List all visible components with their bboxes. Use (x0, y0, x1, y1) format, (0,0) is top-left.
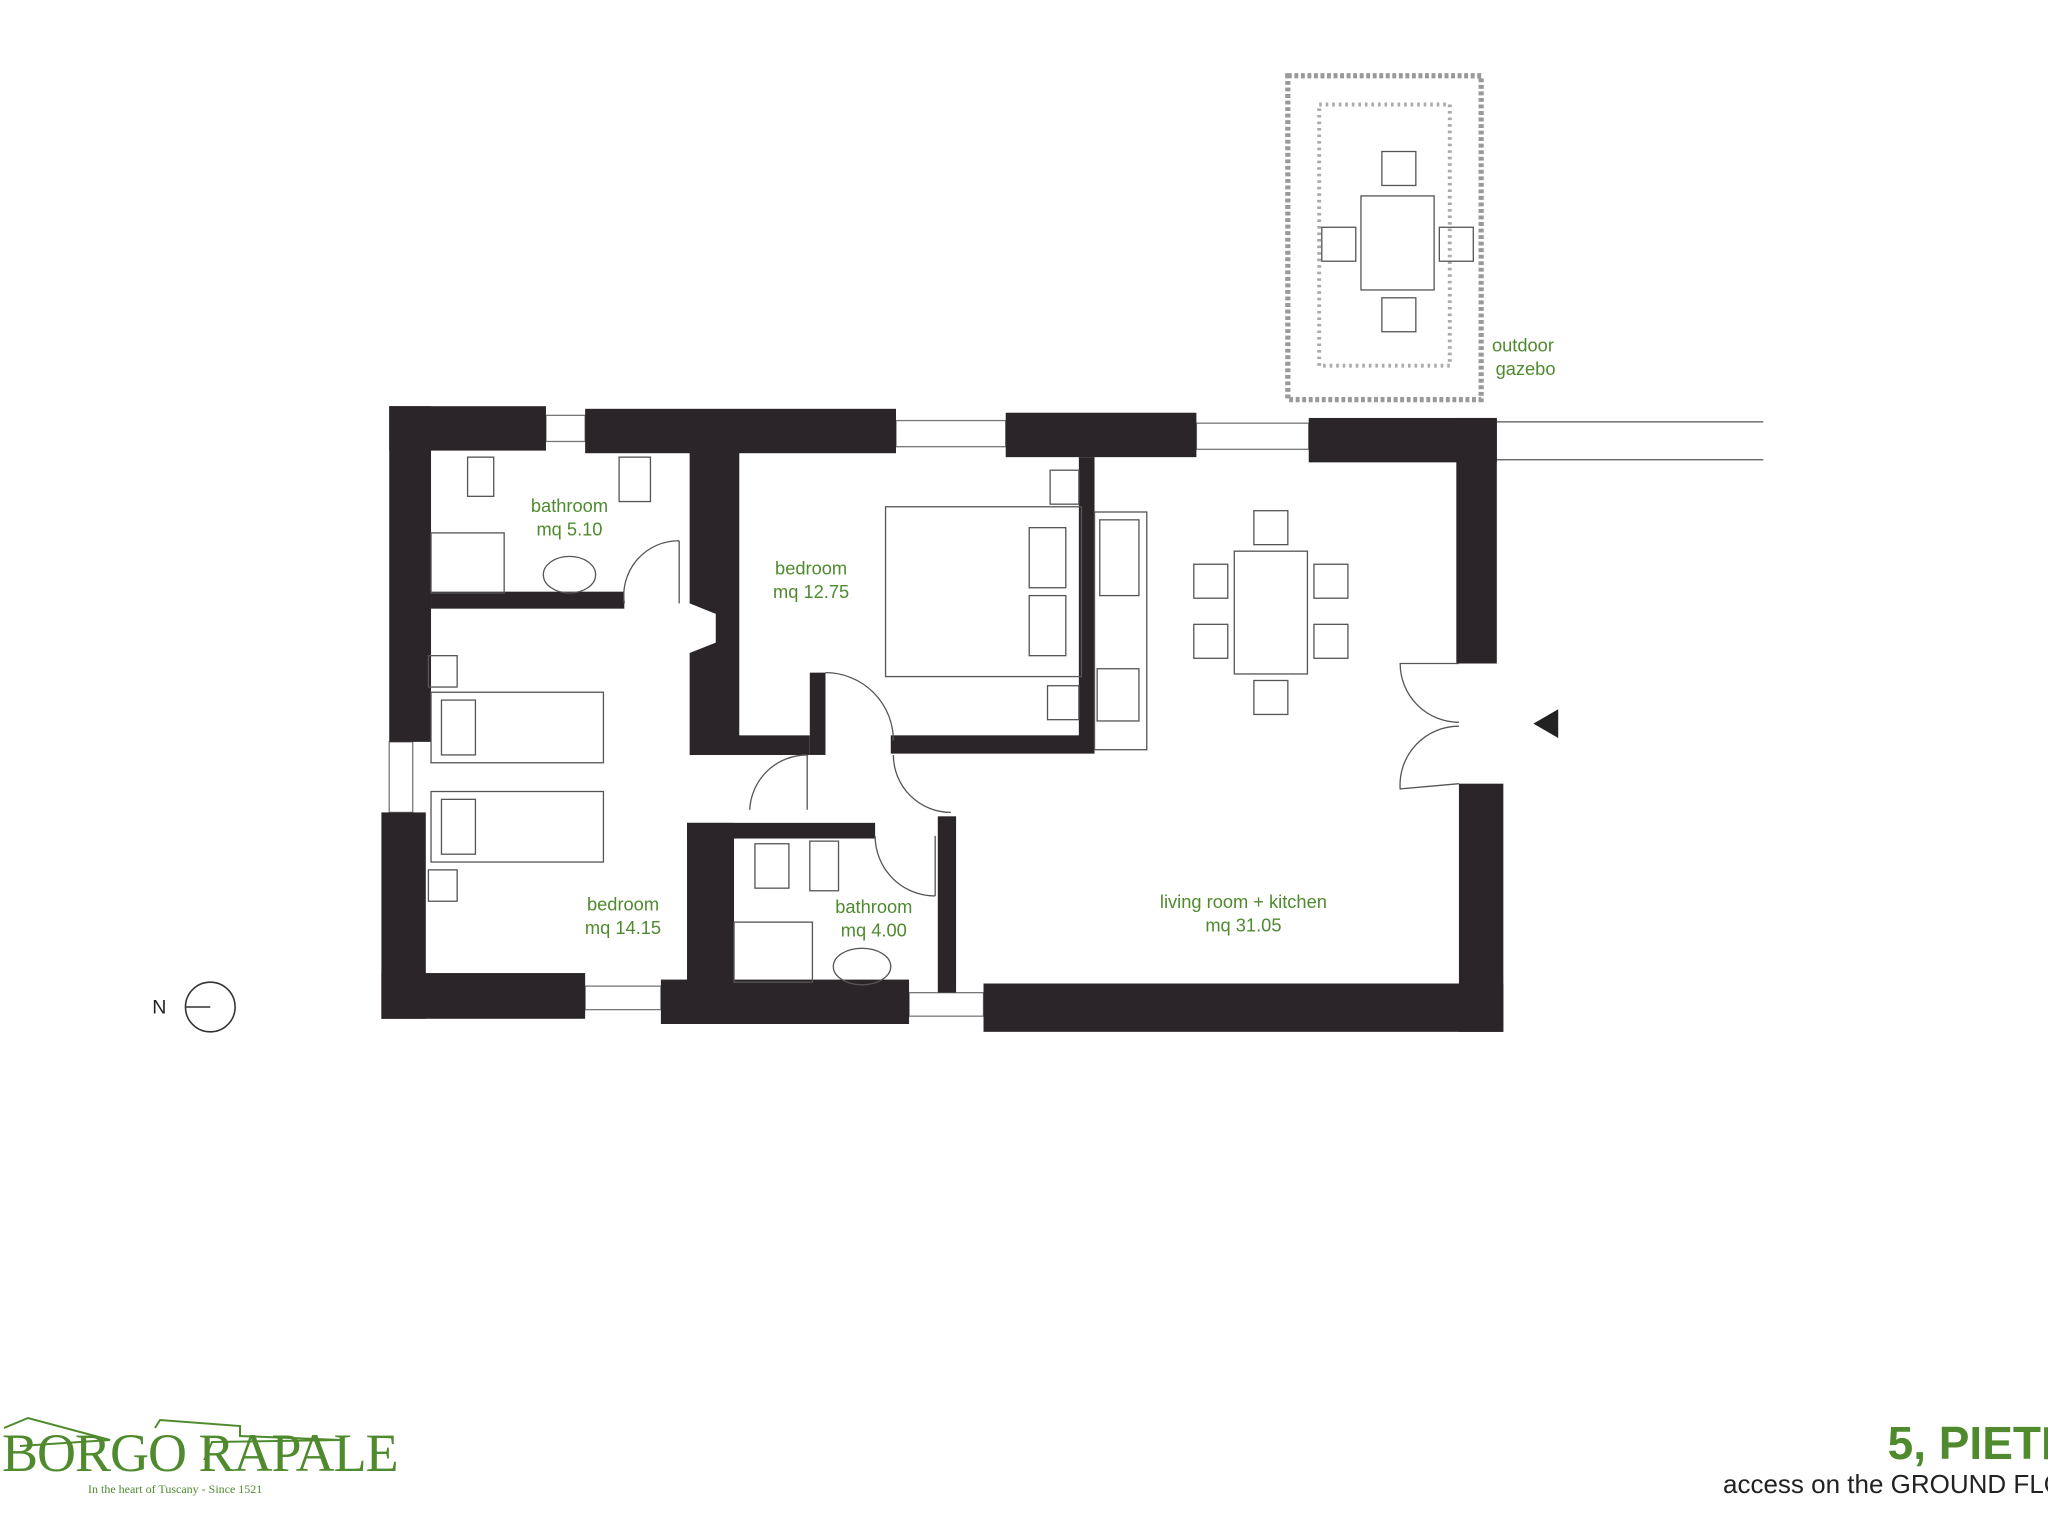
room-area: mq 4.00 (841, 919, 907, 940)
logo-name: BORGO RAPALE (2, 1423, 399, 1483)
outdoor-gazebo (1285, 73, 1484, 403)
room-name: bathroom (835, 896, 912, 917)
gazebo-label-2: gazebo (1496, 358, 1556, 379)
doors (623, 540, 1559, 897)
room-name: bedroom (775, 558, 847, 579)
room-area: mq 14.15 (585, 917, 661, 938)
gazebo-label-1: outdoor (1492, 334, 1554, 355)
room-area: mq 5.10 (536, 519, 602, 540)
room-name: living room + kitchen (1160, 891, 1327, 912)
room-area: mq 31.05 (1205, 914, 1281, 935)
walls (381, 406, 1504, 1032)
access-subtitle: access on the GROUND FLOOR (1723, 1469, 2048, 1499)
compass-label: N (152, 997, 166, 1019)
furniture (427, 456, 1349, 986)
north-compass-icon (184, 981, 236, 1033)
logo-tagline: In the heart of Tuscany - Since 1521 (88, 1482, 263, 1496)
apartment-title: 5, PIETRO (1887, 1417, 2048, 1469)
room-name: bathroom (531, 495, 608, 516)
borgo-rapale-logo: BORGO RAPALE In the heart of Tuscany - S… (0, 1400, 399, 1500)
logo-buildings (3, 1416, 341, 1460)
room-name: bedroom (587, 893, 659, 914)
room-area: mq 12.75 (773, 581, 849, 602)
